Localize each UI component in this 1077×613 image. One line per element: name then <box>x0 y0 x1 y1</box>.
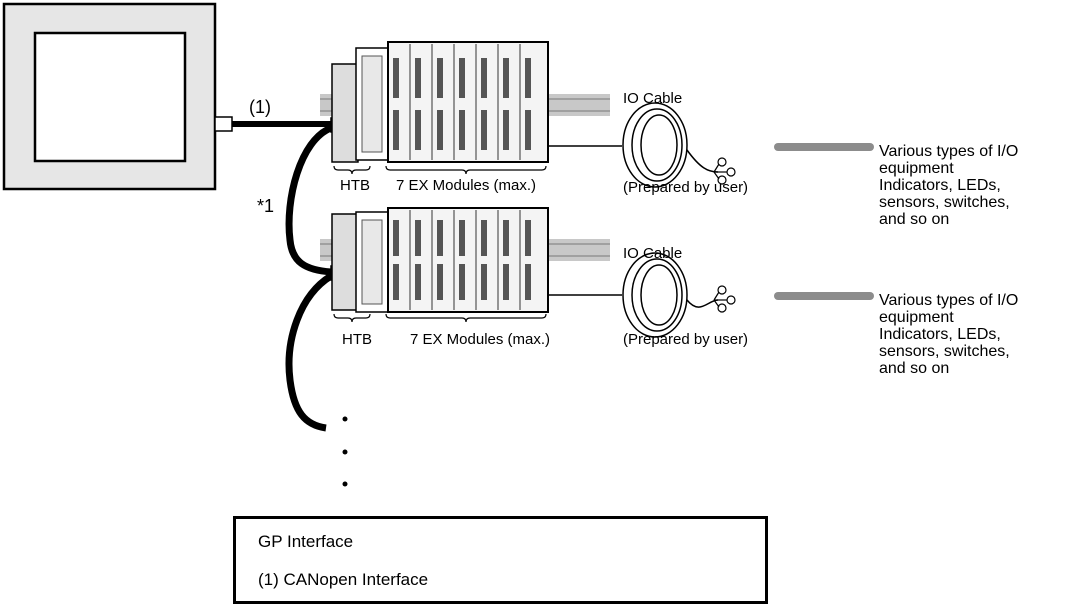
io-cable-coil <box>622 102 719 188</box>
legend-item: (1) CANopen Interface <box>258 570 429 589</box>
ex-modules-brace <box>385 313 547 323</box>
cable-number-label: (1) <box>249 97 271 117</box>
continuation-dot <box>342 449 348 455</box>
downstream-cable <box>285 273 333 432</box>
htb-label-1: HTB <box>340 177 370 194</box>
gp-display-unit <box>2 2 217 191</box>
io-cable-label-1: IO Cable <box>623 90 683 107</box>
gp-connector <box>214 116 233 132</box>
io-cable-coil <box>622 252 719 338</box>
io-equipment-label-2: Various types of I/O equipment Indicator… <box>879 292 1019 377</box>
cable-wire-ends <box>713 285 736 313</box>
htb-label-2: HTB <box>342 331 372 348</box>
htb-brace <box>333 165 371 175</box>
htb-module <box>331 213 359 311</box>
htb-brace <box>333 313 371 323</box>
continuation-dot <box>342 416 348 422</box>
legend-box: GP Interface (1) CANopen Interface <box>233 516 768 604</box>
io-equipment-link <box>774 143 874 151</box>
prepared-by-user-label-1: (Prepared by user) <box>623 179 749 196</box>
ex-modules-brace <box>385 165 547 175</box>
io-equipment-link <box>774 292 874 300</box>
io-cable-label-2: IO Cable <box>623 245 683 262</box>
ex-modules-label-1: 7 EX Modules (max.) <box>396 177 537 194</box>
io-node-2 <box>320 207 874 338</box>
ex-modules <box>387 41 549 163</box>
ex-modules <box>387 207 549 313</box>
io-node-1 <box>320 41 874 188</box>
io-equipment-label-1: Various types of I/O equipment Indicator… <box>879 143 1019 228</box>
daisy-chain-cable <box>285 124 333 276</box>
htb-module <box>331 63 359 163</box>
ex-modules-label-2: 7 EX Modules (max.) <box>410 331 551 348</box>
prepared-by-user-label-2: (Prepared by user) <box>623 331 749 348</box>
continuation-dot <box>342 481 348 487</box>
note-marker-label: *1 <box>257 196 275 216</box>
cable-wire-ends <box>713 157 736 185</box>
legend-title: GP Interface <box>258 532 354 551</box>
